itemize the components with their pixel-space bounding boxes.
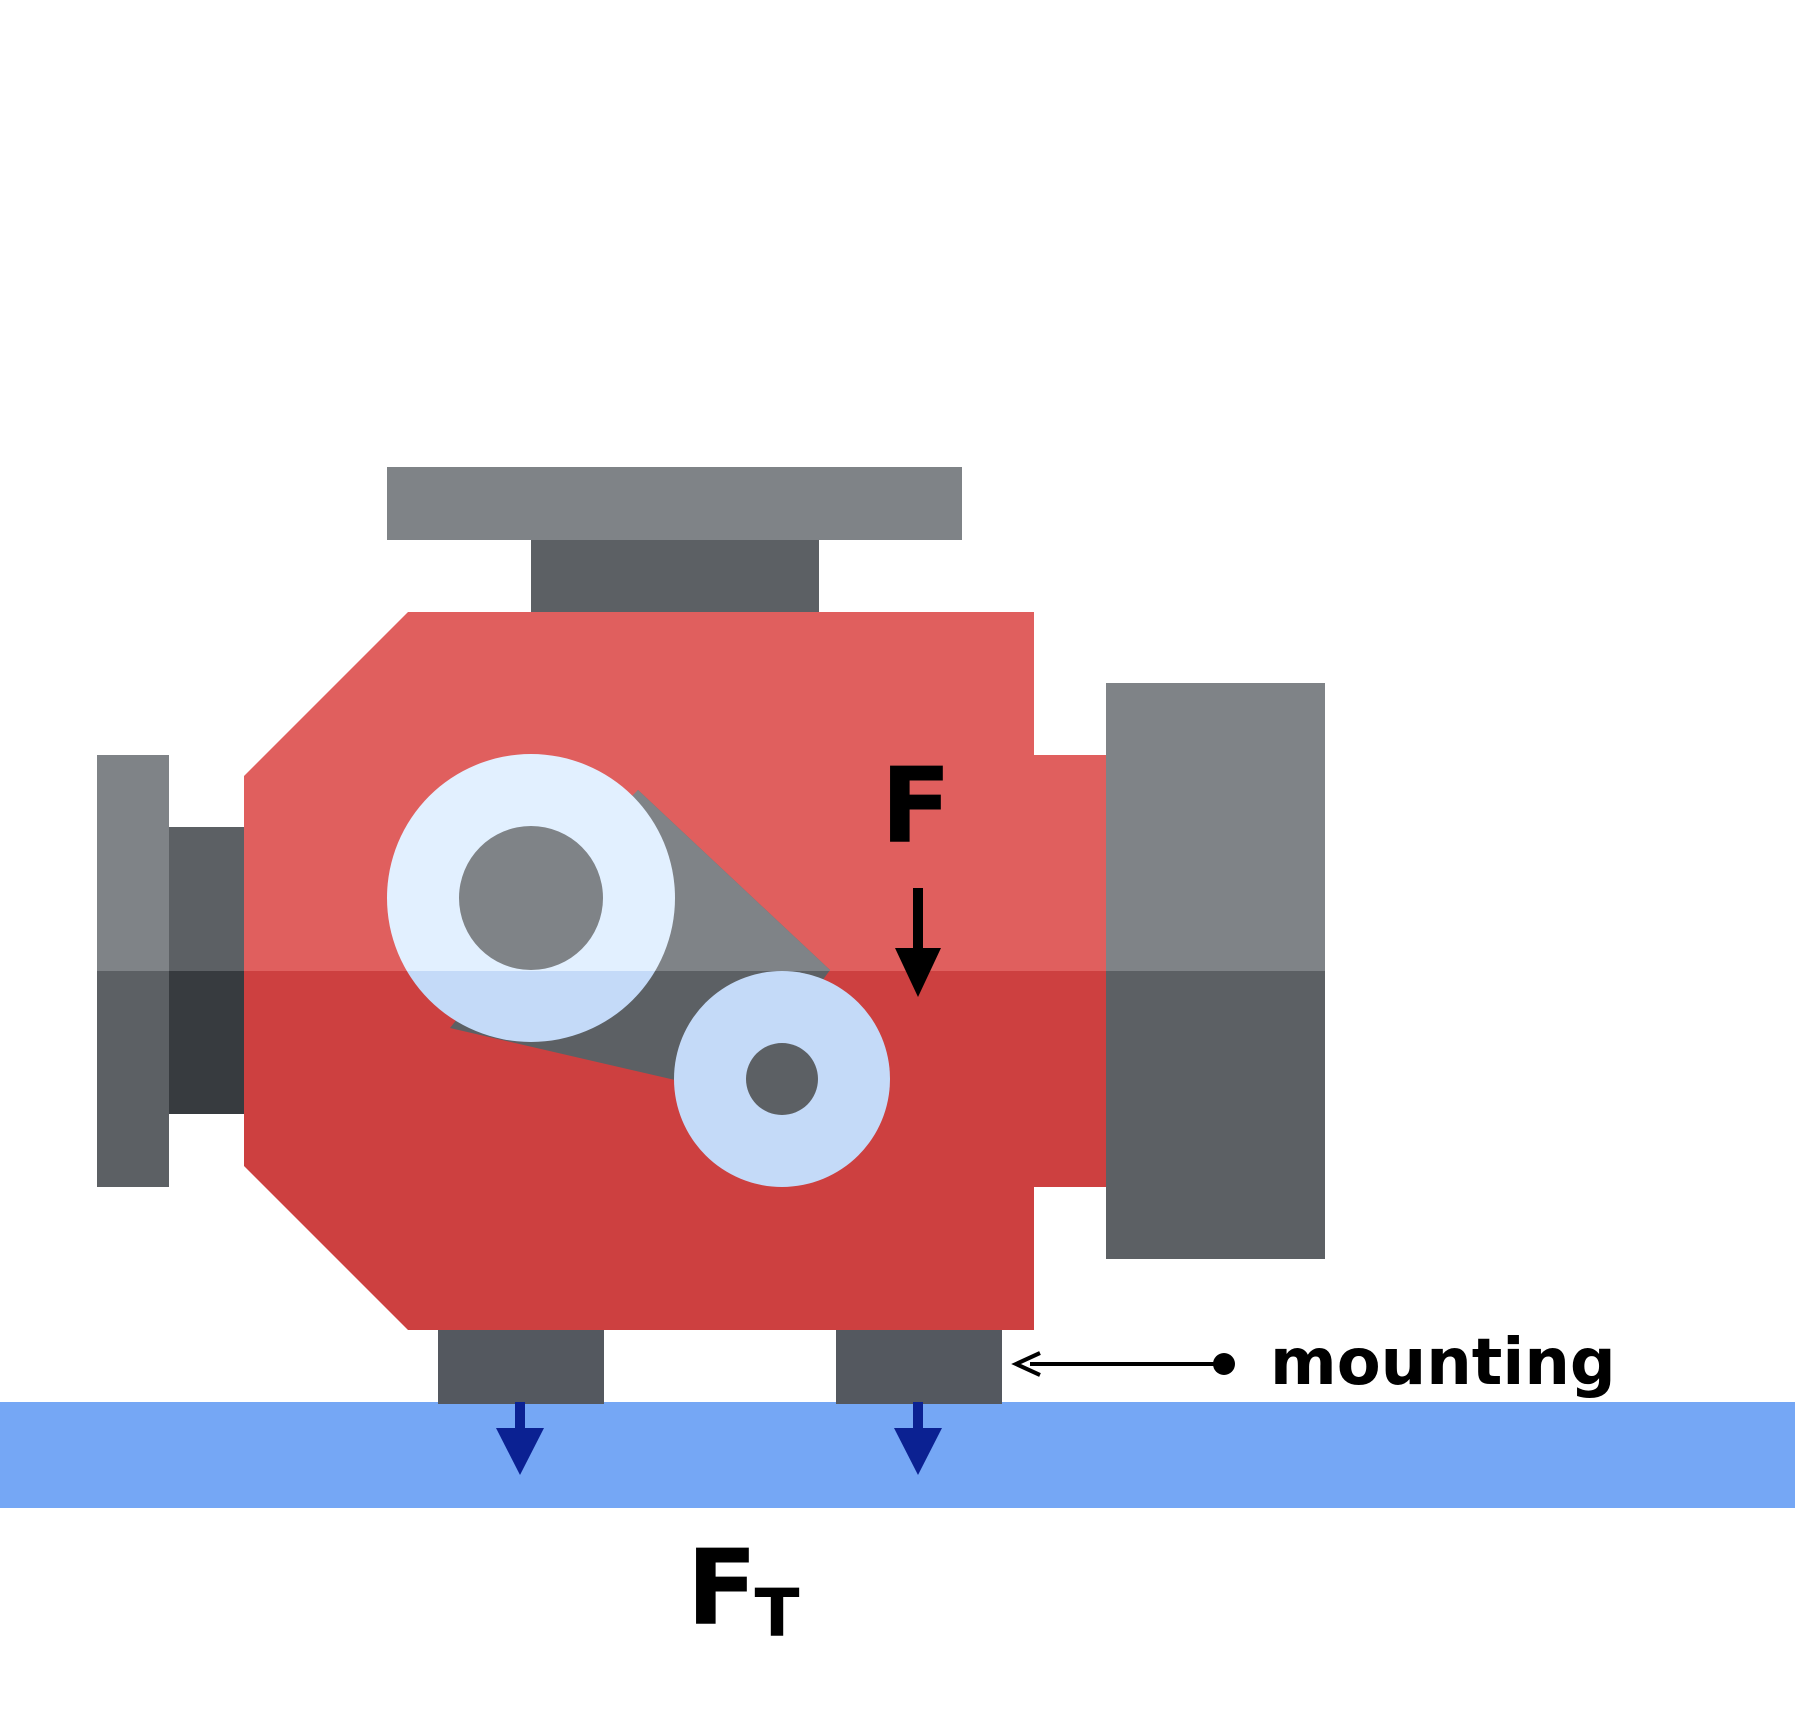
transmitted-force-arrow-left [496,1402,544,1475]
mounting-foot-right [836,1327,1002,1404]
mounting-label: mounting [1270,1326,1616,1400]
mounting-pointer-arrow [1011,1351,1235,1377]
transmitted-force-label: F T [686,1527,799,1652]
floor-foundation [0,1402,1795,1508]
transmitted-force-subscript: T [754,1575,799,1652]
force-label: F [880,745,951,867]
applied-force-arrow [895,888,941,997]
small-pulley [674,971,890,1187]
transmitted-force-arrow-right [894,1402,942,1475]
left-flange [97,755,244,1187]
mounting-foot-left [438,1327,604,1404]
top-flange [387,467,962,613]
transmitted-force-symbol: F [686,1527,757,1649]
right-motor-block [1106,683,1325,1259]
large-pulley [387,754,675,1042]
